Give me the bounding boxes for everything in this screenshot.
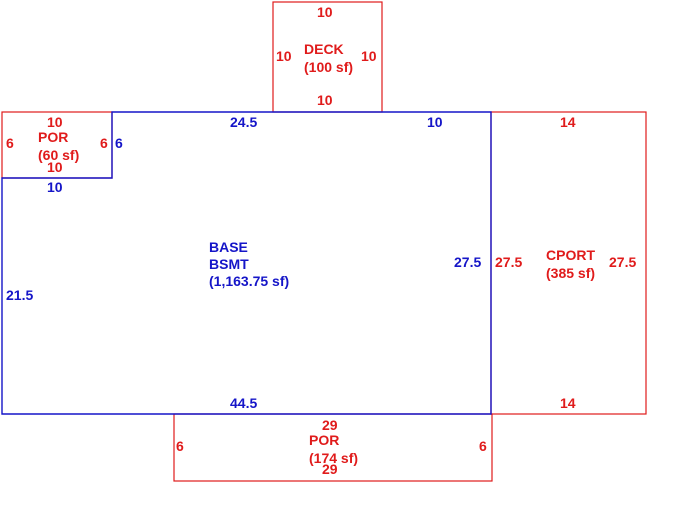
base-label: BASE — [209, 239, 248, 255]
carport-dim-right: 27.5 — [609, 254, 636, 270]
base-dim-top-left: 24.5 — [230, 114, 257, 130]
porch-bottom-dim-bottom: 29 — [322, 461, 338, 477]
porch-top-dim-bottom: 10 — [47, 159, 63, 175]
carport-dim-top: 14 — [560, 114, 576, 130]
deck-label: DECK — [304, 41, 344, 57]
deck-dim-top: 10 — [317, 4, 333, 20]
base-dim-notch-side: 6 — [115, 135, 123, 151]
deck-dim-right: 10 — [361, 48, 377, 64]
porch-top-dim-top: 10 — [47, 114, 63, 130]
base-outline — [1, 111, 492, 415]
porch-top-label: POR — [38, 129, 68, 145]
porch-top-area-value: (60 sf) — [38, 147, 79, 163]
base-area-value: (1,163.75 sf) — [209, 273, 289, 289]
base-dim-left: 21.5 — [6, 287, 33, 303]
porch-bottom-dim-left: 6 — [176, 438, 184, 454]
base-dim-top-right: 10 — [427, 114, 443, 130]
carport-area-value: (385 sf) — [546, 265, 595, 281]
deck-area-value: (100 sf) — [304, 59, 353, 75]
porch-bottom-dim-right: 6 — [479, 438, 487, 454]
base-level: BSMT — [209, 256, 249, 272]
porch-bottom-label: POR — [309, 432, 339, 448]
carport-dim-bottom: 14 — [560, 395, 576, 411]
deck-dim-left: 10 — [276, 48, 292, 64]
base-dim-notch-bottom: 10 — [47, 179, 63, 195]
porch-bottom-dim-top: 29 — [322, 417, 338, 433]
carport-area: 14 27.5 CPORT (385 sf) 27.5 14 — [490, 111, 647, 415]
deck-dim-bottom: 10 — [317, 92, 333, 108]
deck-area: 10 10 10 DECK (100 sf) 10 — [272, 1, 383, 113]
porch-bottom-area-value: (174 sf) — [309, 450, 358, 466]
carport-dim-left: 27.5 — [495, 254, 522, 270]
porch-top-dim-left: 6 — [6, 135, 14, 151]
base-area: 24.5 10 6 10 BASE BSMT (1,163.75 sf) 27.… — [1, 111, 492, 415]
porch-bottom-area: 29 POR 6 6 (174 sf) 29 — [173, 413, 493, 482]
porch-top-dim-right: 6 — [100, 135, 108, 151]
carport-label: CPORT — [546, 247, 595, 263]
base-dim-bottom: 44.5 — [230, 395, 257, 411]
base-dim-right: 27.5 — [454, 254, 481, 270]
porch-top-area: 10 POR 6 6 (60 sf) 10 — [1, 111, 113, 179]
